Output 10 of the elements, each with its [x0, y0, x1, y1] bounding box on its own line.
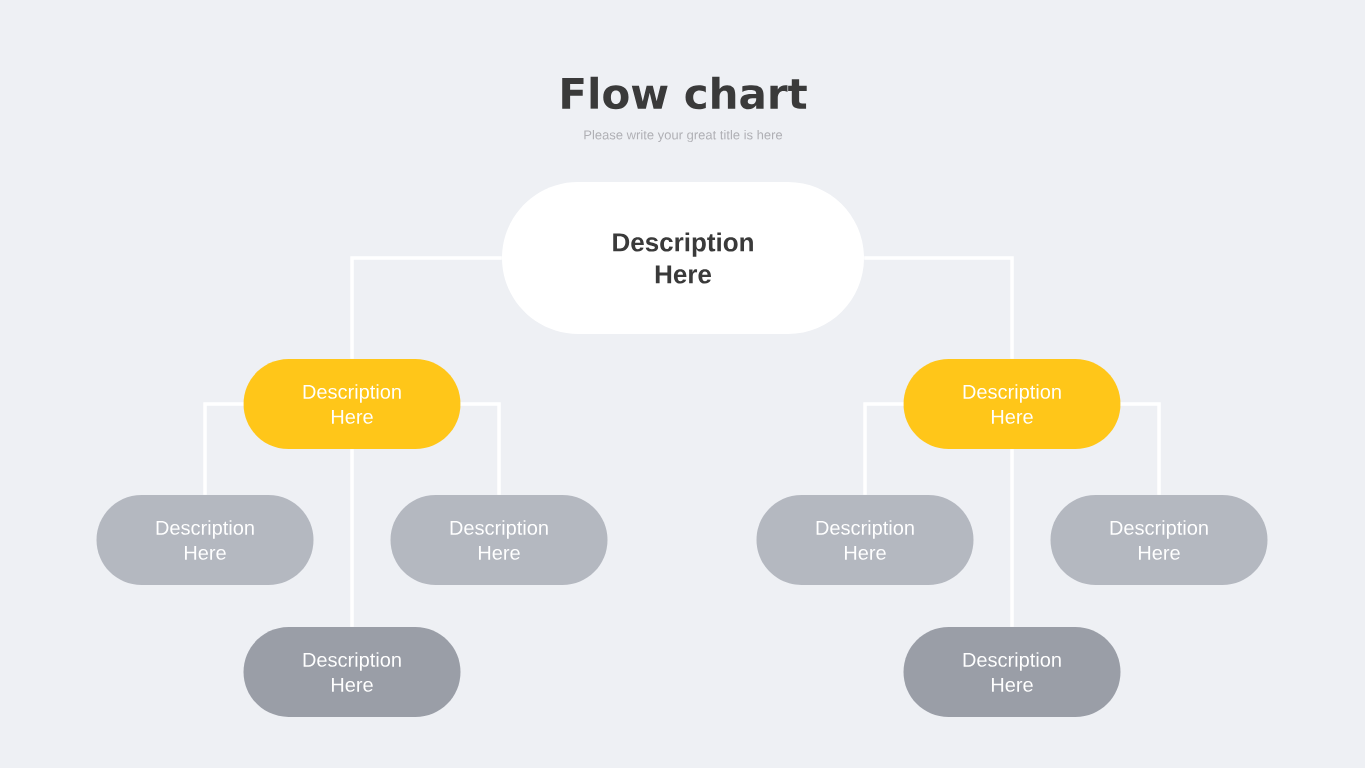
- pill-box: Description Here: [903, 359, 1121, 449]
- connector-line: [203, 402, 244, 495]
- connector-line: [460, 402, 501, 495]
- connector-line: [864, 256, 1014, 359]
- subtitle: Please write your great title is here: [584, 129, 783, 143]
- title: Flow chart: [562, 76, 807, 110]
- connector-line: [863, 402, 904, 495]
- connector-line: [350, 256, 502, 359]
- connector-line: [1120, 402, 1161, 495]
- pill-box: Description Here: [502, 182, 864, 334]
